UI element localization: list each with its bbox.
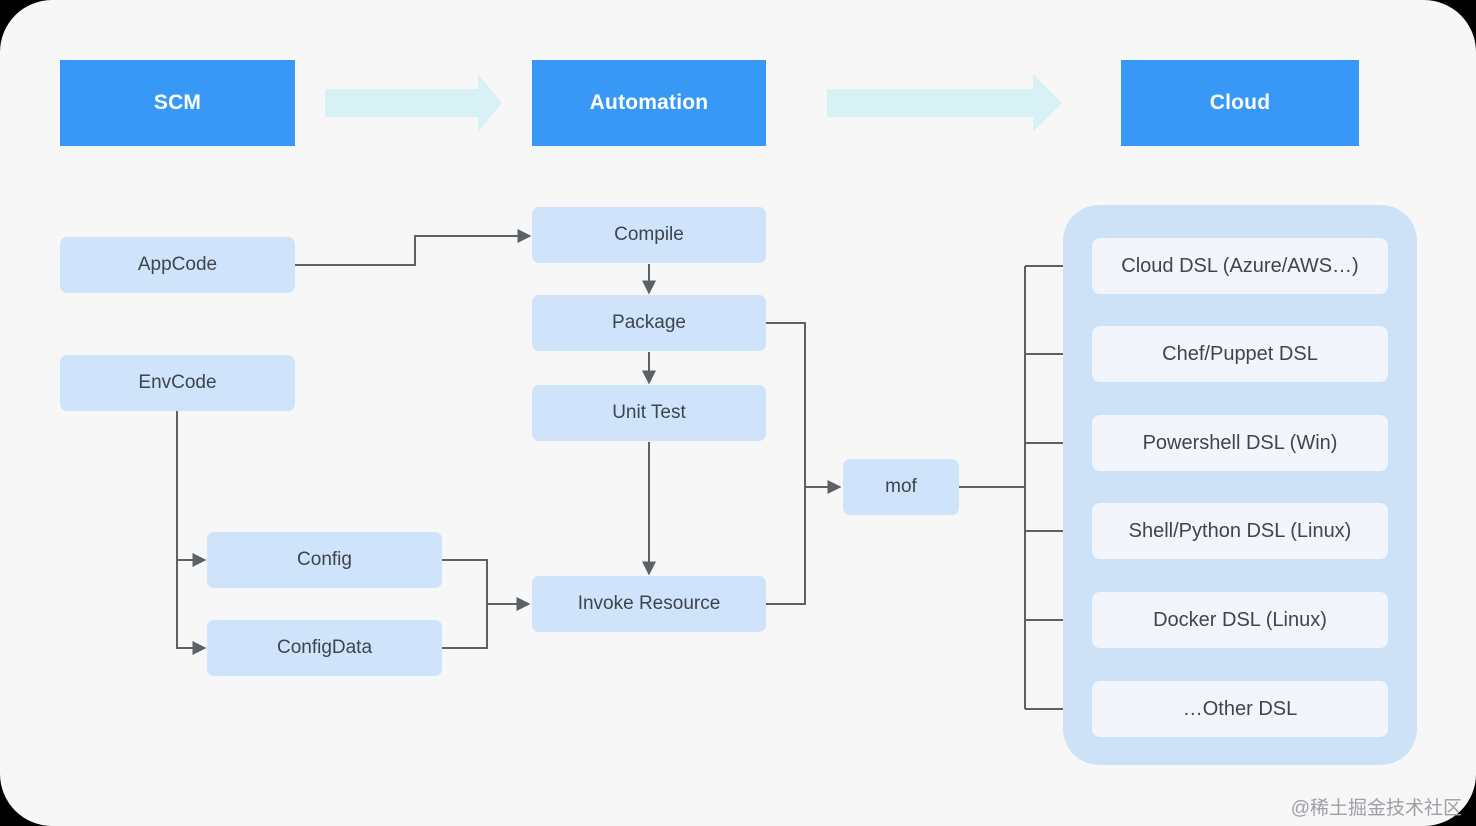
- node-compile: Compile: [532, 207, 766, 263]
- dsl-item-shell-python-dsl: Shell/Python DSL (Linux): [1092, 503, 1388, 559]
- edge-envcode-configdata: [176, 411, 207, 655]
- node-mof: mof: [843, 459, 959, 515]
- flow-arrow-scm-automation: [325, 74, 502, 132]
- watermark: @稀土掘金技术社区: [1290, 798, 1462, 819]
- stage-cloud: Cloud: [1121, 60, 1359, 146]
- flow-arrow-automation-cloud: [827, 74, 1062, 132]
- dsl-item-cloud-dsl: Cloud DSL (Azure/AWS…): [1092, 238, 1388, 294]
- node-appcode: AppCode: [60, 237, 295, 293]
- node-invoke-resource: Invoke Resource: [532, 576, 766, 632]
- dsl-item-other-dsl: …Other DSL: [1092, 681, 1388, 737]
- dsl-panel: [1063, 205, 1417, 765]
- node-configdata: ConfigData: [207, 620, 442, 676]
- node-unit-test: Unit Test: [532, 385, 766, 441]
- dsl-item-chef-puppet-dsl: Chef/Puppet DSL: [1092, 326, 1388, 382]
- edge-package-invoke-bracket: [766, 322, 806, 605]
- edge-config-merge-bracket: [442, 559, 488, 649]
- node-envcode: EnvCode: [60, 355, 295, 411]
- dsl-item-powershell-dsl: Powershell DSL (Win): [1092, 415, 1388, 471]
- dsl-item-docker-dsl: Docker DSL (Linux): [1092, 592, 1388, 648]
- stage-automation: Automation: [532, 60, 766, 146]
- node-config: Config: [207, 532, 442, 588]
- node-package: Package: [532, 295, 766, 351]
- edge-appcode-compile: [295, 229, 532, 266]
- stage-scm: SCM: [60, 60, 295, 146]
